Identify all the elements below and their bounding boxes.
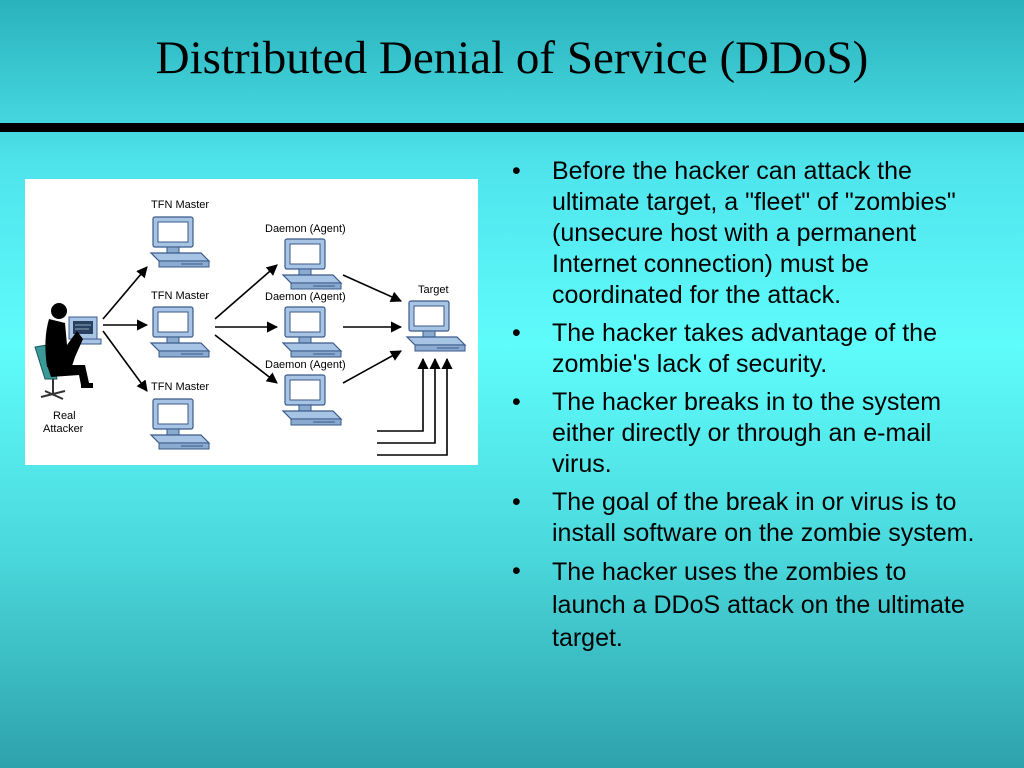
bullet-list: • Before the hacker can attack the ultim… — [508, 156, 978, 662]
target-label: Target — [418, 284, 449, 296]
tfn-master-computer-icon — [150, 216, 210, 268]
arrow-incoming-traffic-3 — [377, 357, 453, 456]
bullet-marker: • — [512, 557, 521, 585]
bullet-item: • Before the hacker can attack the ultim… — [508, 156, 978, 311]
arrow-attacker-to-master-top — [102, 266, 148, 320]
daemon-computer-icon — [282, 306, 342, 358]
ddos-diagram: Real Attacker TFN Master TFN Master TFN … — [25, 179, 478, 465]
slide-title: Distributed Denial of Service (DDoS) — [155, 32, 869, 84]
arrow-attacker-to-master-bottom — [102, 330, 148, 392]
bullet-text: The hacker breaks in to the system eithe… — [552, 388, 942, 478]
bullet-marker: • — [512, 488, 521, 516]
bullet-item: • The goal of the break in or virus is t… — [508, 487, 978, 549]
arrow-master-to-daemon-top — [214, 264, 278, 320]
daemon-computer-icon — [282, 238, 342, 290]
tfn-master-label-bottom: TFN Master — [151, 381, 209, 393]
arrow-incoming-traffic-2 — [377, 357, 441, 444]
daemon-label-bottom: Daemon (Agent) — [265, 359, 346, 371]
ddos-network-diagram: Real Attacker TFN Master TFN Master TFN … — [34, 199, 466, 456]
daemon-label-middle: Daemon (Agent) — [265, 291, 346, 303]
daemon-label-top: Daemon (Agent) — [265, 223, 346, 235]
bullet-marker: • — [512, 388, 521, 416]
bullet-text: The hacker uses the zombies to launch a … — [552, 558, 965, 652]
bullet-text: The hacker takes advantage of the zombie… — [552, 319, 937, 378]
arrow-master-to-daemon-bottom — [214, 334, 278, 384]
bullet-item: • The hacker takes advantage of the zomb… — [508, 318, 978, 380]
tfn-master-label-top: TFN Master — [151, 199, 209, 211]
daemon-computer-icon — [282, 374, 342, 426]
bullet-item: • The hacker uses the zombies to launch … — [508, 556, 978, 655]
tfn-master-label-middle: TFN Master — [151, 290, 209, 302]
bullet-marker: • — [512, 157, 521, 185]
attacker-label-line1: Real — [53, 410, 76, 422]
attacker-label-line2: Attacker — [43, 423, 84, 435]
bullet-text: The goal of the break in or virus is to … — [552, 488, 975, 547]
arrow-daemon-bottom-to-target — [342, 350, 402, 384]
title-divider — [0, 123, 1024, 132]
bullet-marker: • — [512, 319, 521, 347]
hacker-silhouette-icon — [34, 303, 102, 400]
tfn-master-computer-icon — [150, 306, 210, 358]
arrow-daemon-top-to-target — [342, 274, 403, 302]
arrow-incoming-traffic-1 — [377, 357, 429, 432]
bullet-text: Before the hacker can attack the ultimat… — [552, 157, 956, 309]
target-computer-icon — [406, 300, 466, 352]
bullet-item: • The hacker breaks in to the system eit… — [508, 387, 978, 480]
tfn-master-computer-icon — [150, 398, 210, 450]
